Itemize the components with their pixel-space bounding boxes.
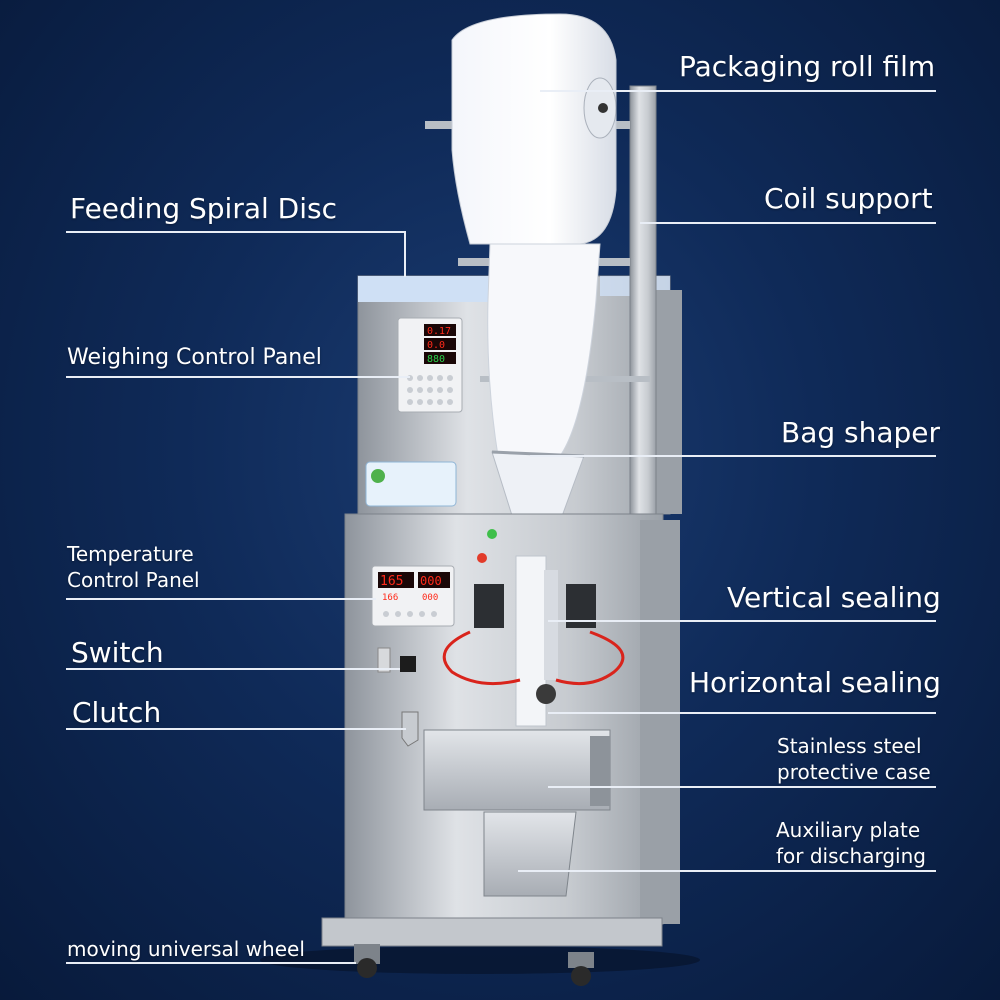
sticker-leaf-icon (371, 469, 385, 483)
heater-wire-left (442, 630, 521, 686)
callout-line-coil-support (640, 222, 936, 224)
wheel-left-icon (357, 958, 377, 978)
callout-line-vertical-sealing (548, 620, 936, 622)
film-roll (451, 13, 617, 245)
heat-indicator-light (477, 553, 487, 563)
callout-line-temperature-control-panel (66, 598, 376, 600)
label-clutch: Clutch (72, 696, 162, 729)
clutch-handle (401, 711, 419, 747)
label-stainless-line2: protective case (777, 760, 931, 784)
weighing-display-top (424, 324, 456, 336)
wheel-bracket-left (354, 944, 380, 964)
switch-button (400, 656, 416, 672)
vertical-sealer-bar (544, 570, 558, 680)
heater-window-left (474, 584, 504, 628)
floor-shadow (260, 946, 700, 974)
weighing-display-bottom-text: 880 (427, 354, 445, 365)
power-indicator-light (487, 529, 497, 539)
weighing-display-mid-text: 0.0 (427, 340, 445, 351)
callout-line-clutch (66, 728, 406, 730)
label-universal-wheel: moving universal wheel (67, 937, 305, 961)
label-stainless-line1: Stainless steel (777, 734, 922, 758)
weighing-keypad (407, 375, 453, 405)
horizontal-seal-roller (536, 684, 556, 704)
callout-line-horizontal-sealing (548, 712, 936, 714)
cabinet-sticker (365, 461, 457, 507)
label-coil-support: Coil support (764, 182, 933, 215)
label-weighing-control-panel: Weighing Control Panel (67, 345, 322, 370)
label-auxiliary-line2: for discharging (776, 844, 926, 868)
wheel-bracket-right (568, 952, 594, 968)
upper-cabinet-side (652, 290, 682, 514)
temp-display-left-text: 165 (380, 574, 403, 589)
temp-display-left-small-text: 166 (382, 593, 398, 603)
callout-line-bag-shaper (530, 455, 936, 457)
label-packaging-roll-film: Packaging roll film (679, 50, 936, 83)
machine-base (321, 917, 663, 947)
switch-plate (377, 647, 391, 673)
callout-line-weighing-control-panel (66, 376, 410, 378)
label-switch: Switch (71, 636, 164, 669)
temp-keypad (383, 611, 437, 617)
label-horizontal-sealing: Horizontal sealing (689, 666, 941, 699)
temp-display-right (418, 572, 450, 588)
label-feeding-spiral-disc: Feeding Spiral Disc (70, 192, 337, 225)
label-temperature-line1: Temperature (67, 542, 194, 566)
callout-line-auxiliary-plate (518, 870, 936, 872)
callout-line-switch (66, 668, 400, 670)
label-bag-shaper: Bag shaper (781, 416, 941, 449)
temp-display-right-small-text: 000 (422, 593, 438, 603)
temp-display-left (378, 572, 414, 588)
protective-case-side (590, 736, 610, 806)
label-vertical-sealing: Vertical sealing (727, 581, 941, 614)
weighing-display-top-text: 0.17 (427, 326, 451, 337)
label-auxiliary-line1: Auxiliary plate (776, 818, 921, 842)
wheel-right-icon (571, 966, 591, 986)
callout-line-feeding-spiral-disc (66, 231, 406, 233)
label-temperature-line2: Control Panel (67, 568, 200, 592)
heater-wire-right (555, 630, 625, 686)
weighing-display-bottom (424, 352, 456, 364)
stainless-protective-case (423, 729, 611, 811)
roll-hub (598, 103, 608, 113)
lower-cabinet-side (640, 520, 680, 924)
callout-line-packaging-roll-film (540, 90, 936, 92)
upper-cabinet-top-label-strip (358, 276, 492, 302)
temp-display-right-text: 000 (420, 574, 442, 588)
discharge-plate (483, 811, 577, 897)
callout-drop-feeding-spiral-disc (404, 231, 406, 277)
weighing-display-mid (424, 338, 456, 350)
callout-line-stainless-case (548, 786, 936, 788)
callout-line-universal-wheel (66, 962, 356, 964)
